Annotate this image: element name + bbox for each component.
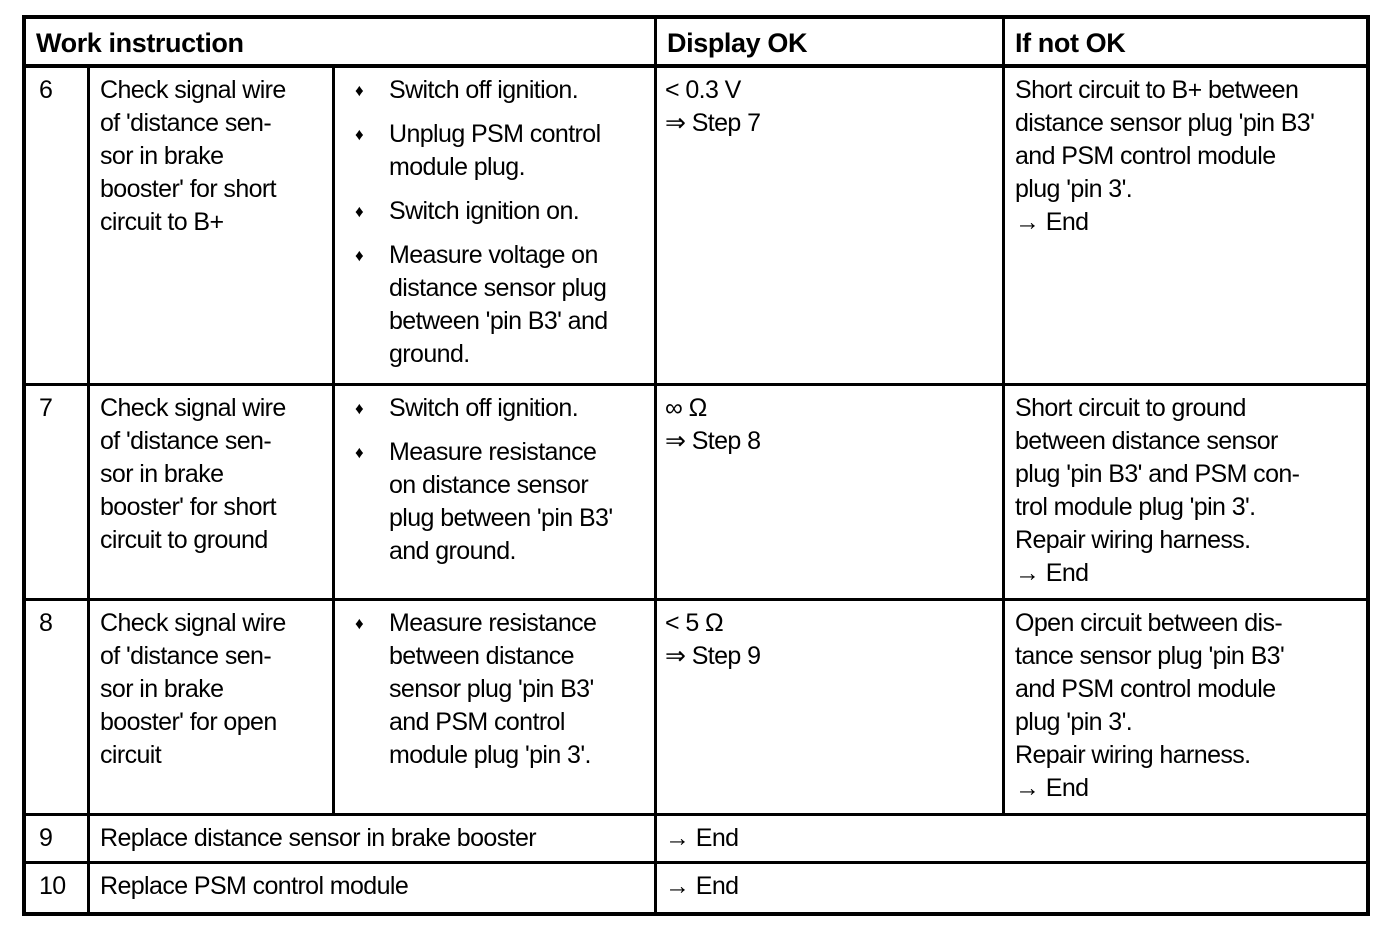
display-ok-cell: < 5 Ω ⇒ Step 9 — [657, 601, 1005, 816]
display-ok-cell: < 0.3 V ⇒ Step 7 — [657, 68, 1005, 386]
result-cell: → End — [657, 816, 1366, 864]
bullet-icon: ♦ — [355, 81, 364, 100]
action-text: Unplug PSM control module plug. — [389, 120, 601, 181]
action-text: Switch off ignition. — [389, 76, 579, 104]
action-list: ♦ Switch off ignition. ♦ Unplug PSM cont… — [335, 68, 657, 386]
header-display-ok: Display OK — [657, 19, 1005, 68]
step-number: 10 — [26, 864, 90, 912]
check-description: Check signal wire of 'distance sen- sor … — [90, 386, 335, 601]
header-if-not-ok: If not OK — [1005, 19, 1366, 68]
step-number: 9 — [26, 816, 90, 864]
bullet-icon: ♦ — [355, 202, 364, 221]
step-number: 7 — [26, 386, 90, 601]
action-item: ♦ Measure resistance on distance sensor … — [349, 436, 650, 568]
step-number: 8 — [26, 601, 90, 816]
bullet-icon: ♦ — [355, 125, 364, 144]
check-description: Check signal wire of 'distance sen- sor … — [90, 601, 335, 816]
bullet-icon: ♦ — [355, 246, 364, 265]
action-text: Measure voltage on distance sensor plug … — [389, 241, 608, 368]
check-description: Check signal wire of 'distance sen- sor … — [90, 68, 335, 386]
if-not-ok-cell: Short circuit to B+ between distance sen… — [1005, 68, 1366, 386]
final-instruction: Replace distance sensor in brake booster — [90, 816, 657, 864]
action-text: Switch off ignition. — [389, 394, 579, 422]
header-work-instruction: Work instruction — [26, 19, 657, 68]
diagnostic-table: Work instruction Display OK If not OK 6 … — [22, 15, 1370, 916]
action-item: ♦ Measure voltage on distance sensor plu… — [349, 239, 650, 371]
action-item: ♦ Measure resistance between distance se… — [349, 607, 650, 772]
action-text: Switch ignition on. — [389, 197, 580, 225]
action-item: ♦ Switch off ignition. — [349, 74, 650, 107]
final-instruction: Replace PSM control module — [90, 864, 657, 912]
bullet-icon: ♦ — [355, 443, 364, 462]
action-item: ♦ Switch ignition on. — [349, 195, 650, 228]
if-not-ok-cell: Open circuit between dis- tance sensor p… — [1005, 601, 1366, 816]
action-text: Measure resistance between distance sens… — [389, 609, 597, 769]
action-list: ♦ Measure resistance between distance se… — [335, 601, 657, 816]
result-cell: → End — [665, 872, 739, 900]
display-ok-cell: ∞ Ω ⇒ Step 8 — [657, 386, 1005, 601]
action-text: Measure resistance on distance sensor pl… — [389, 438, 613, 565]
action-item: ♦ Unplug PSM control module plug. — [349, 118, 650, 184]
action-item: ♦ Switch off ignition. — [349, 392, 650, 425]
bullet-icon: ♦ — [355, 614, 364, 633]
bullet-icon: ♦ — [355, 399, 364, 418]
if-not-ok-cell: Short circuit to ground between distance… — [1005, 386, 1366, 601]
action-list: ♦ Switch off ignition. ♦ Measure resista… — [335, 386, 657, 601]
step-number: 6 — [26, 68, 90, 386]
